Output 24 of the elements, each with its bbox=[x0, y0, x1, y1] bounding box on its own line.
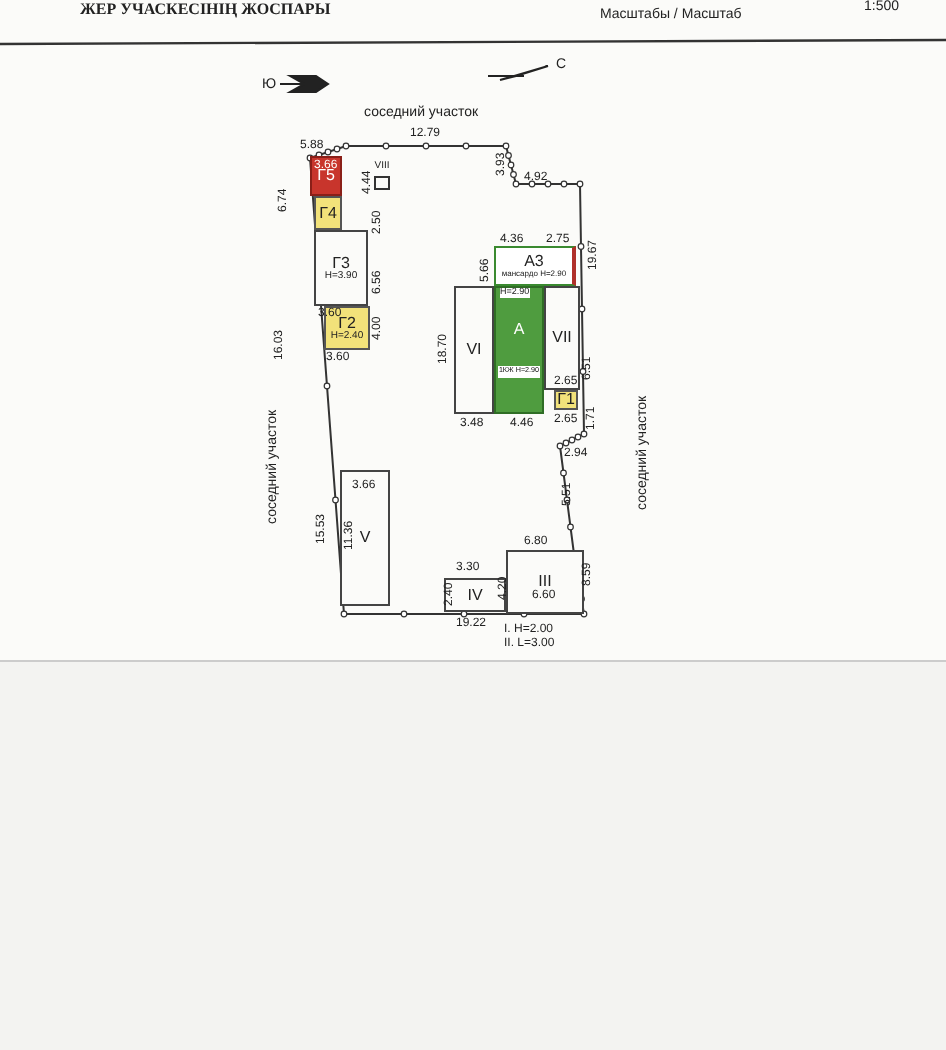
small-structure bbox=[368, 160, 396, 192]
building-label: IV bbox=[467, 587, 483, 603]
building-label: А bbox=[513, 322, 525, 339]
yard-area bbox=[454, 286, 494, 414]
outbuilding bbox=[314, 196, 342, 230]
building-label: Г1 bbox=[557, 392, 575, 408]
building-label: Г5 bbox=[317, 168, 335, 184]
yard-area bbox=[544, 286, 580, 390]
building-label: А3 bbox=[524, 254, 544, 270]
building-label: III bbox=[538, 574, 552, 590]
building-label: VI bbox=[466, 342, 482, 358]
building-label: Г4 bbox=[319, 205, 337, 221]
yard-area bbox=[340, 470, 390, 606]
building-label: VII bbox=[552, 330, 572, 346]
outbuilding bbox=[310, 156, 342, 196]
outbuilding bbox=[314, 230, 368, 306]
yard-area bbox=[444, 578, 506, 612]
page-title: ЖЕР УЧАСКЕСІНІҢ ЖОСПАРЫ bbox=[80, 2, 331, 18]
yard-area bbox=[506, 550, 584, 614]
building-label: V bbox=[359, 530, 371, 546]
house bbox=[494, 286, 544, 414]
house-annex bbox=[494, 246, 576, 286]
building-label: Г2 bbox=[338, 315, 356, 331]
building-label: Г3 bbox=[332, 255, 350, 271]
